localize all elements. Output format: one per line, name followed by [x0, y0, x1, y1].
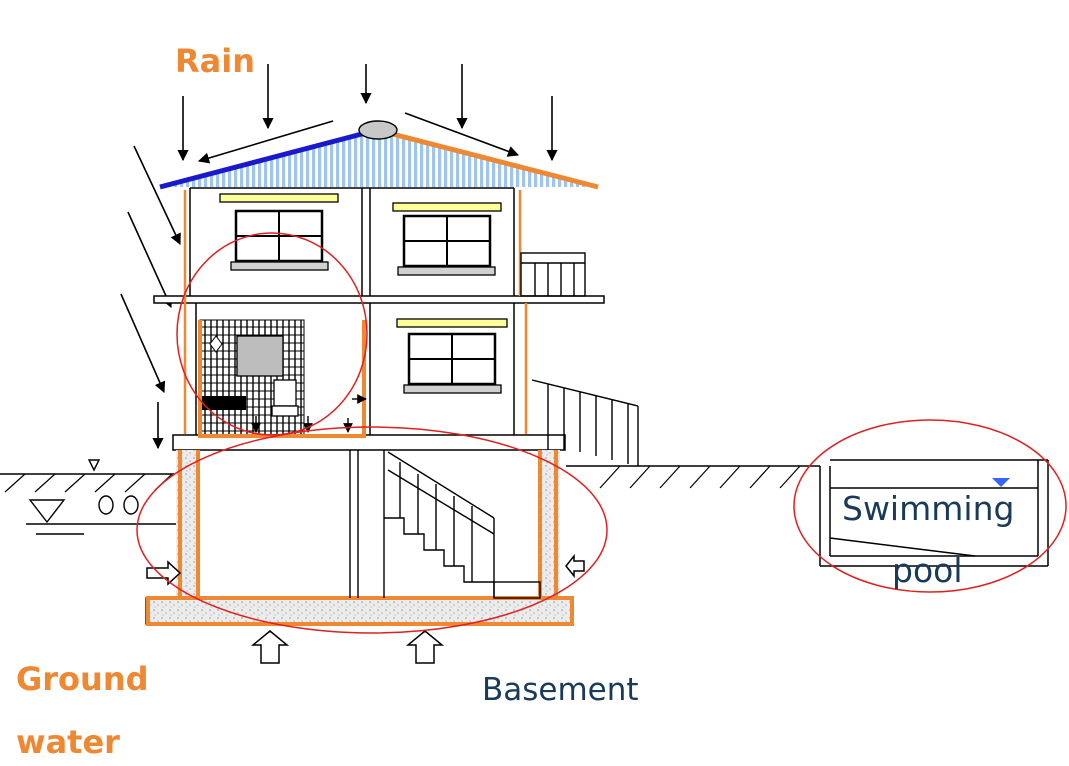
toilet-bowl — [271, 405, 299, 417]
bathroom-mirror — [236, 335, 284, 377]
groundwater-pressure-arrows — [146, 553, 585, 664]
basement — [145, 450, 574, 626]
rain-arrows — [120, 64, 558, 450]
balcony-railing — [520, 252, 586, 297]
rain-label: Rain — [175, 42, 255, 80]
swimming-pool — [819, 459, 1049, 567]
highlight-circles — [136, 232, 1067, 634]
bathroom — [198, 319, 367, 438]
swimming-pool-label-line2: pool — [892, 551, 963, 590]
roof — [159, 120, 599, 190]
roof-vent — [358, 120, 398, 140]
bathtub — [202, 396, 246, 410]
groundwater-level-marker — [26, 459, 176, 535]
swimming-pool-label-line1: Swimming — [842, 489, 1014, 528]
windows — [219, 193, 508, 394]
ground-water-label-line2: water — [16, 723, 120, 761]
basement-label: Basement — [482, 672, 639, 708]
bathroom-highlight — [176, 232, 368, 436]
waterproofing-upper — [183, 190, 528, 434]
pool-water-level-icon — [992, 478, 1010, 487]
pool-highlight — [793, 419, 1067, 593]
exterior-stair — [531, 379, 639, 466]
ground-surface — [0, 465, 820, 493]
house-frame — [153, 187, 605, 451]
wall-lamp-icon — [209, 335, 223, 353]
basement-highlight — [136, 426, 608, 634]
toilet-tank — [273, 379, 297, 407]
ground-water-label-line1: Ground — [16, 660, 149, 698]
